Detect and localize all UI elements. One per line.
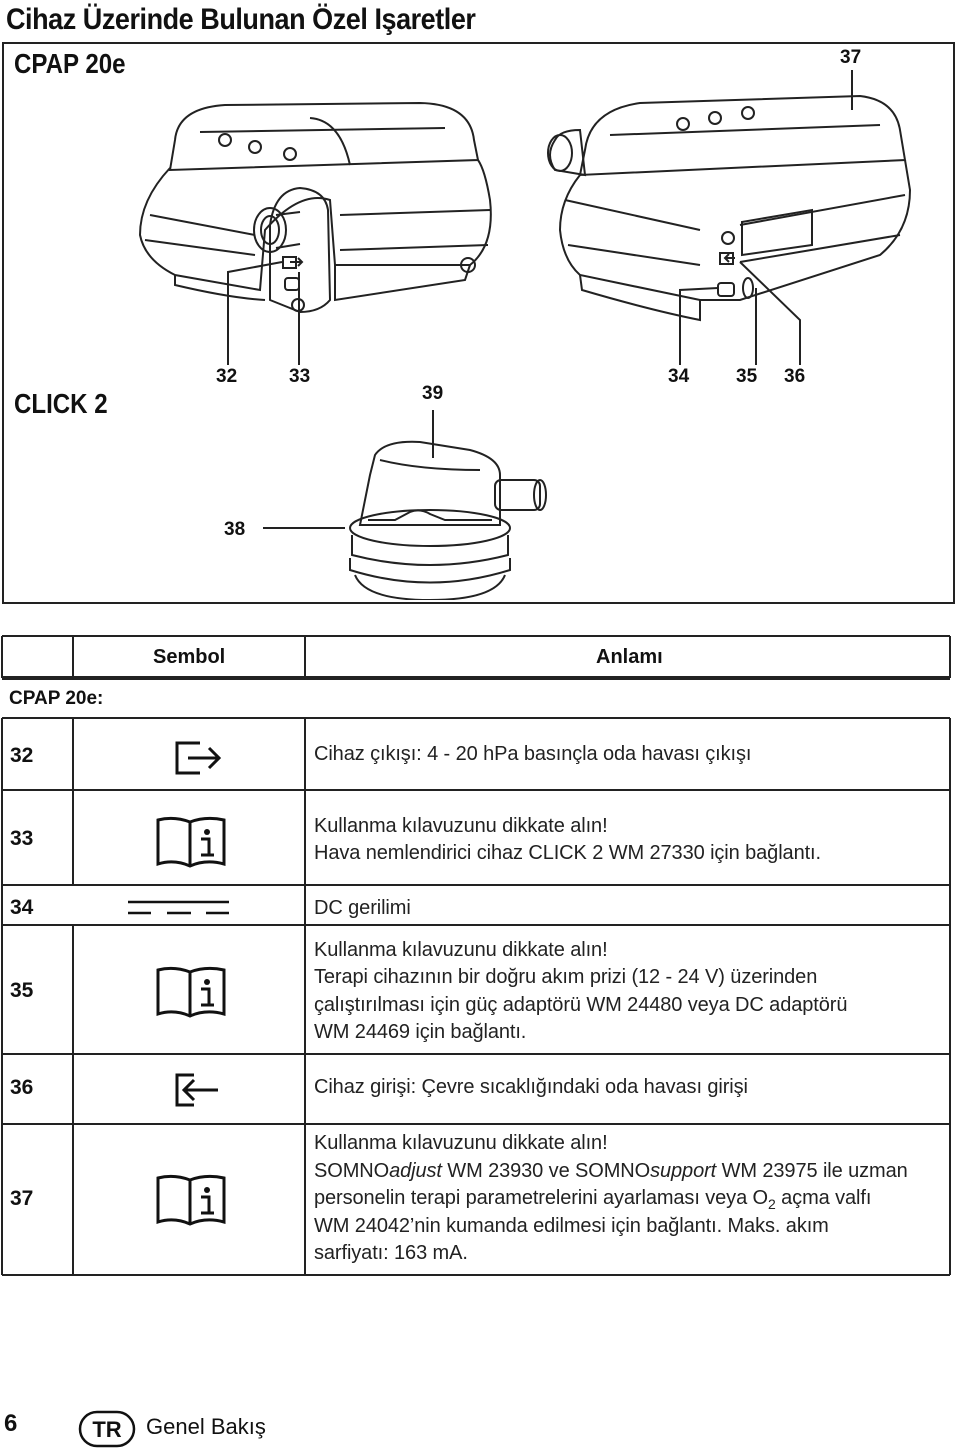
row-number: 36	[10, 1076, 34, 1099]
table-group-label: CPAP 20e:	[9, 688, 104, 709]
table-header-meaning: Anlamı	[596, 646, 663, 668]
air-inlet-arrow-icon	[175, 1073, 218, 1107]
row-meaning-line: SOMNOadjust WM 23930 ve SOMNOsupport WM …	[314, 1160, 908, 1182]
row-meaning-line: WM 24469 için bağlantı.	[314, 1021, 527, 1043]
callout-37: 37	[840, 47, 862, 68]
dc-voltage-icon	[128, 900, 229, 915]
row-number: 35	[10, 979, 34, 1002]
manual-info-book-icon	[156, 816, 226, 868]
cpap-front-view-icon	[138, 101, 492, 314]
table-header-symbol: Sembol	[153, 646, 226, 668]
row-meaning-line: Terapi cihazının bir doğru akım prizi (1…	[314, 966, 818, 988]
row-meaning-line: çalıştırılması için güç adaptörü WM 2448…	[314, 994, 848, 1016]
device-illustration	[138, 70, 912, 600]
manual-info-book-icon	[156, 1174, 226, 1226]
row-meaning: Cihaz girişi: Çevre sıcaklığındaki oda h…	[314, 1076, 748, 1098]
callout-34: 34	[668, 366, 690, 387]
row-meaning-line: Kullanma kılavuzunu dikkate alın!	[314, 1132, 608, 1154]
row-meaning: DC gerilimi	[314, 897, 411, 919]
model-label-click: CLICK 2	[14, 388, 108, 419]
manual-info-book-icon	[156, 966, 226, 1018]
row-number: 32	[10, 744, 34, 767]
row-meaning-line: WM 24042’nin kumanda edilmesi için bağla…	[314, 1215, 829, 1237]
model-label-cpap: CPAP 20e	[14, 48, 126, 79]
row-meaning-line: personelin terapi parametrelerini ayarla…	[314, 1187, 872, 1212]
row-meaning-line: Hava nemlendirici cihaz CLICK 2 WM 27330…	[314, 842, 821, 864]
page-title: Cihaz Üzerinde Bulunan Özel Işaretler	[6, 3, 476, 36]
cpap-back-view-icon	[547, 94, 912, 322]
row-number: 37	[10, 1187, 34, 1210]
air-outlet-arrow-icon	[175, 741, 222, 775]
callout-33: 33	[289, 366, 311, 387]
language-badge: TR	[78, 1410, 136, 1448]
row-number: 34	[10, 896, 34, 919]
row-meaning-line: Kullanma kılavuzunu dikkate alın!	[314, 815, 608, 837]
callout-32: 32	[216, 366, 238, 387]
row-number: 33	[10, 827, 34, 850]
page-number: 6	[4, 1410, 18, 1437]
figure-frame	[2, 42, 955, 604]
callout-38: 38	[224, 519, 246, 540]
row-meaning: Cihaz çıkışı: 4 - 20 hPa basınçla oda ha…	[314, 743, 752, 765]
row-meaning-line: Kullanma kılavuzunu dikkate alın!	[314, 939, 608, 961]
language-badge-text: TR	[92, 1417, 121, 1442]
callout-36: 36	[784, 366, 806, 387]
callout-39: 39	[422, 383, 444, 404]
section-name: Genel Bakış	[146, 1414, 266, 1439]
table-grid	[1, 635, 951, 1276]
humidifier-click2-icon	[349, 440, 547, 600]
callout-35: 35	[736, 366, 758, 387]
row-meaning-line: sarfiyatı: 163 mA.	[314, 1242, 468, 1264]
